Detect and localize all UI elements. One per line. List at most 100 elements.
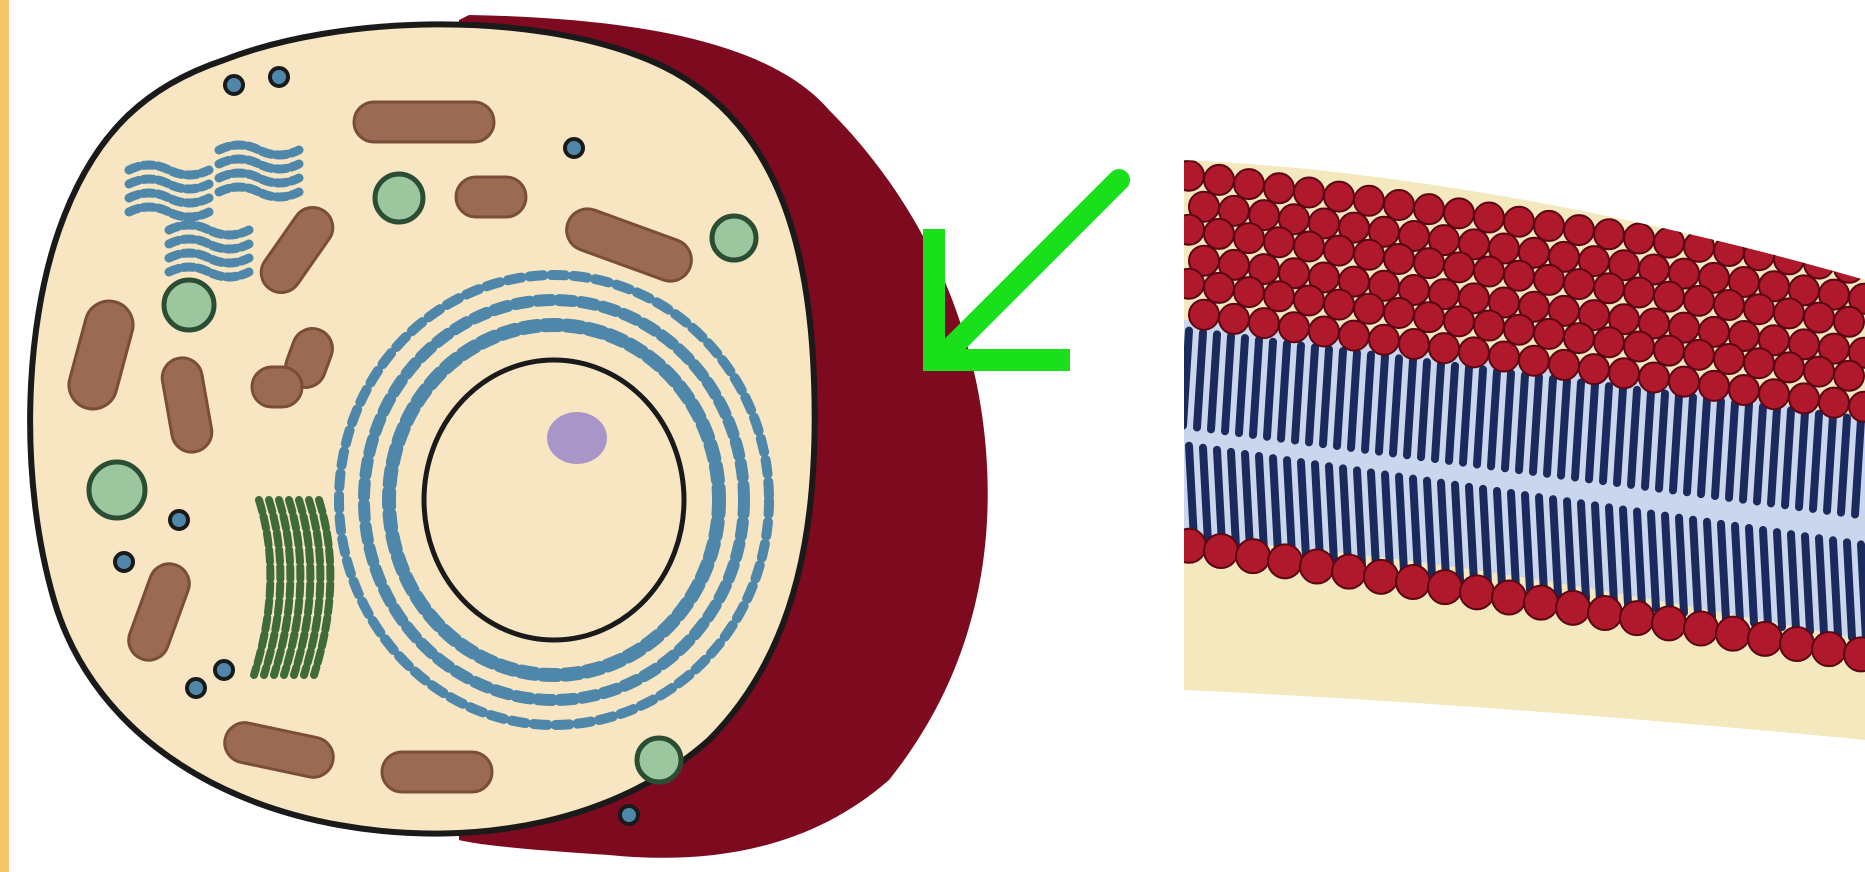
lipid-head [1474,257,1504,287]
lipid-tail [1455,485,1460,580]
lipid-head [1789,383,1819,413]
lipid-head [1579,354,1609,384]
lipid-head [1399,329,1429,359]
lipid-head [1804,357,1834,387]
lipid-tail [1203,448,1208,543]
lipid-tail [1595,505,1600,600]
lipid-head [1669,367,1699,397]
dot [620,806,638,824]
lipid-tail [1679,518,1684,613]
lipid-tail [1315,464,1320,559]
lipid-tail [1819,538,1824,633]
lipid-tail [1623,509,1628,604]
lipid-head [1534,211,1564,241]
lipid-head [1716,617,1750,651]
lipid-tail [1399,477,1404,572]
lipid-head [1774,298,1804,328]
lipid-head [1684,286,1714,316]
lipid-tail [1833,540,1838,635]
lipid-head [1624,331,1654,361]
lipid-head [1564,323,1594,353]
lipid-tail [1609,507,1614,602]
mitochondrion [354,102,494,142]
vesicle [375,174,423,222]
lipid-head [1564,215,1594,245]
lipid-head [1234,277,1264,307]
lipid-head [1294,177,1324,207]
lipid-head [1504,261,1534,291]
lipid-head [1414,248,1444,278]
lipid-head [1639,362,1669,392]
lipid-head [1759,379,1789,409]
lipid-head [1219,304,1249,334]
lipid-head [1489,342,1519,372]
lipid-tail [1329,466,1334,561]
phospholipid-bilayer [1172,150,1865,750]
lipid-tail [1469,487,1474,582]
vesicle [89,462,145,518]
lipid-head [1174,161,1204,191]
lipid-head [1324,236,1354,266]
lipid-tail [1777,532,1782,627]
lipid-head [1384,298,1414,328]
lipid-head [1189,300,1219,330]
lipid-tail [1707,522,1712,617]
lipid-head [1492,580,1526,614]
lipid-head [1504,207,1534,237]
lipid-head [1588,596,1622,630]
lipid-head [1474,203,1504,233]
lipid-head [1264,227,1294,257]
lipid-tail [1665,516,1670,611]
lipid-head [1429,333,1459,363]
lipid-tail [1861,544,1865,639]
lipid-head [1699,371,1729,401]
mitochondrion [382,752,492,792]
vesicle [164,280,214,330]
lipid-head [1172,529,1206,563]
lipid-tail [1847,542,1852,637]
lipid-tail [1245,454,1250,549]
lipid-head [1474,311,1504,341]
lipid-head [1354,294,1384,324]
lipid-tail [1637,512,1642,607]
arrow-down-left-icon [934,180,1119,360]
lipid-head [1819,388,1849,418]
lipid-head [1804,303,1834,333]
lipid-head [1804,249,1834,279]
lipid-tail [1539,497,1544,592]
lipid-head [1234,223,1264,253]
lipid-head [1268,544,1302,578]
lipid-tail [1497,491,1502,586]
lipid-head [1834,307,1864,337]
animal-cell [30,15,988,858]
lipid-head [1594,273,1624,303]
lipid-head [1744,240,1774,270]
lipid-tail [1357,470,1362,565]
lipid-head [1309,316,1339,346]
lipid-tail [1525,495,1530,590]
dot [215,661,233,679]
lipid-tail [1553,499,1558,594]
lipid-head [1834,253,1864,283]
mitochondrion [456,177,526,217]
lipid-head [1444,306,1474,336]
lipid-head [1459,337,1489,367]
lipid-head [1396,565,1430,599]
lipid-tail [1371,472,1376,567]
cell-membrane-diagram [9,0,1865,872]
lipid-head [1249,308,1279,338]
lipid-head [1744,348,1774,378]
lipid-head [1534,265,1564,295]
lipid-tail [1651,514,1656,609]
lipid-head [1654,282,1684,312]
nucleolus [547,412,607,464]
lipid-tail [1805,536,1810,631]
lipid-head [1444,198,1474,228]
lipid-head [1414,302,1444,332]
lipid-head [1774,352,1804,382]
lipid-tail [1511,493,1516,588]
lipid-head [1812,632,1846,666]
lipid-tail [1273,458,1278,553]
lipid-tail [1721,524,1726,619]
lipid-head [1294,285,1324,315]
